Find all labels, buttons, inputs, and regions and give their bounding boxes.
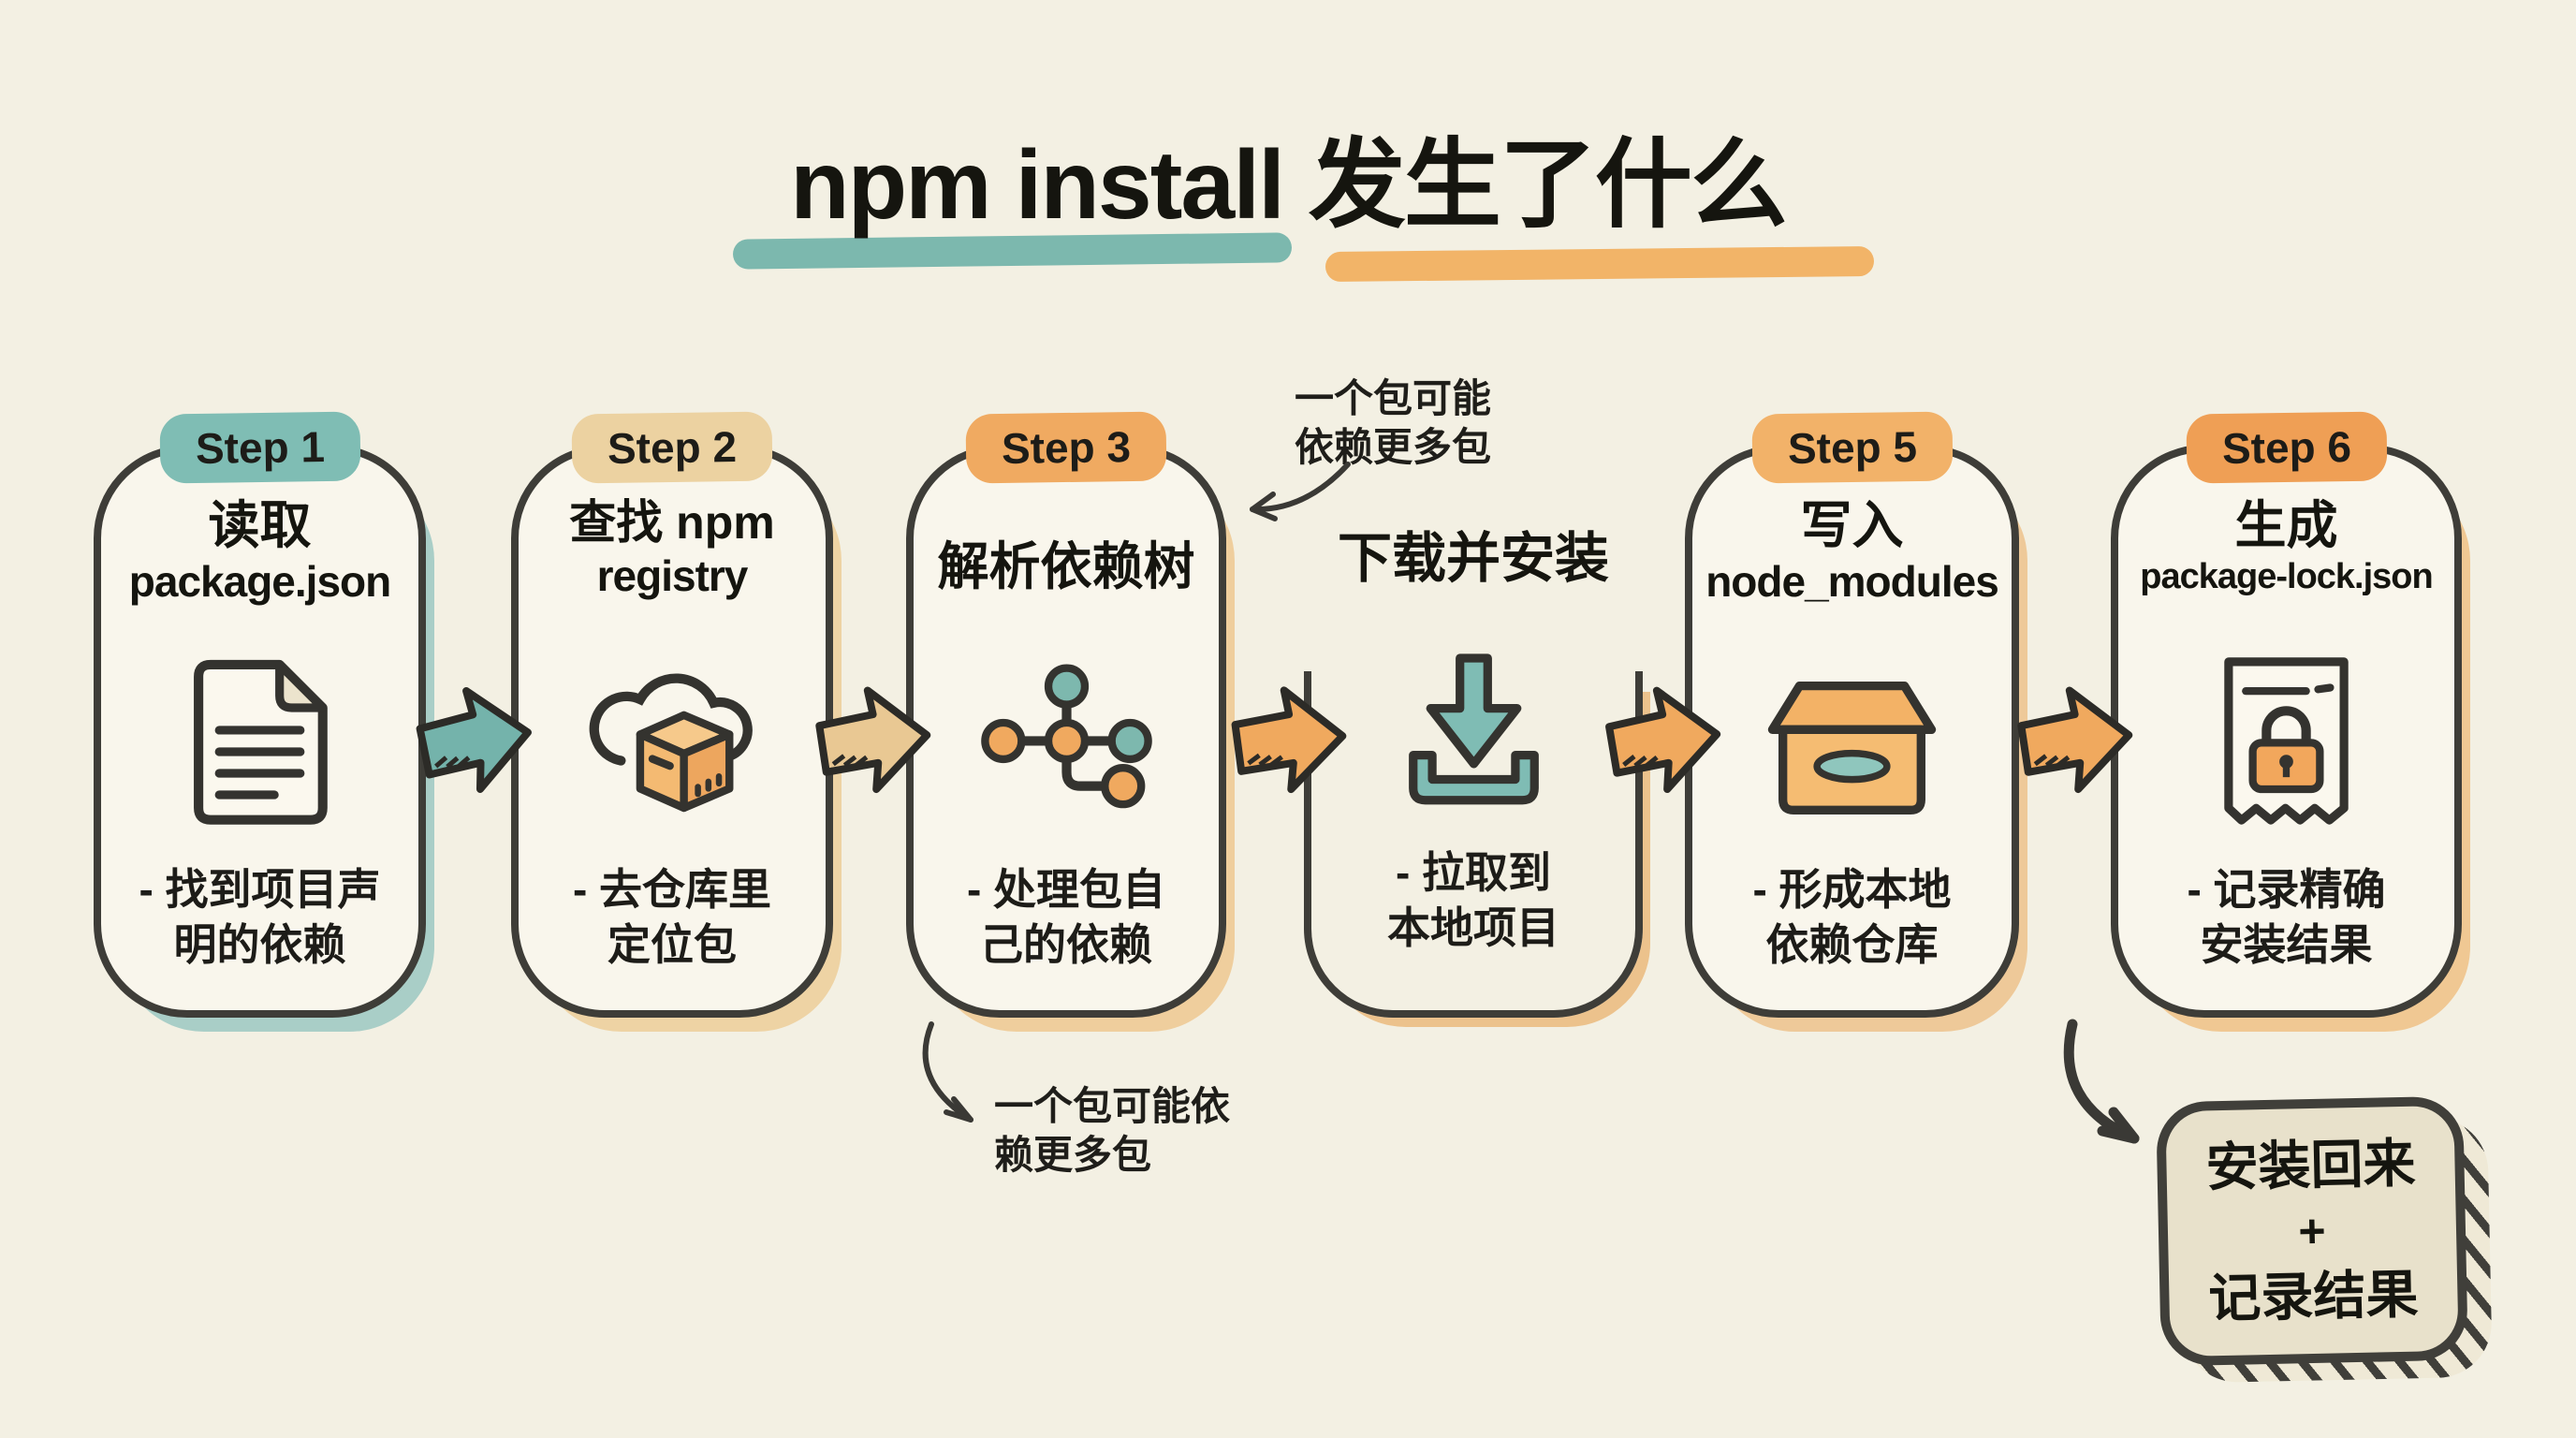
result-box-line2: 记录结果: [2207, 1264, 2420, 1328]
step5-title-line2: node_modules: [1705, 556, 1999, 606]
step6-title: 生成 package-lock.json: [2140, 495, 2433, 638]
annotation-bottom-line2: 赖更多包: [994, 1133, 1152, 1178]
result-box: 安装回来 + 记录结果: [2156, 1095, 2468, 1367]
step6-title-line1: 生成: [2234, 496, 2338, 554]
dependency-tree-icon: [966, 641, 1167, 840]
step6-bullet-line1: - 记录精确: [2187, 865, 2386, 915]
annotation-top-line2: 依赖更多包: [1294, 425, 1491, 470]
step1-badge: Step 1: [158, 411, 361, 484]
step2-bullet-line1: - 去仓库里: [572, 865, 772, 915]
step4-bullet: - 拉取到 本地项目: [1387, 845, 1559, 956]
step2-card: Step 2 查找 npm registry - 去仓库里 定位包: [511, 411, 833, 1018]
download-icon: [1387, 634, 1560, 832]
annotation-bottom-arrow-icon: [922, 1021, 973, 1123]
step1-title-line1: 读取: [208, 496, 312, 554]
step5-badge: Step 5: [1750, 411, 1954, 484]
page-title: npm install 发生了什么: [0, 105, 2576, 246]
step2-title: 查找 npm registry: [569, 495, 774, 638]
annotation-top-line1: 一个包可能: [1294, 376, 1491, 420]
step3-bullet-line2: 己的依赖: [979, 920, 1152, 970]
plus-sign: +: [2297, 1204, 2327, 1258]
step2-bullet-line2: 定位包: [607, 920, 737, 970]
cloud-package-icon: [572, 641, 773, 840]
step5-bullet: - 形成本地 依赖仓库: [1752, 862, 1951, 973]
step2-title-line1: 查找 npm: [569, 496, 775, 549]
step6-badge: Step 6: [2185, 411, 2388, 484]
step1-title-line2: package.json: [128, 556, 391, 606]
step1-card: Step 1 读取 package.json - 找到项目声 明的依赖: [94, 411, 426, 1018]
step5-title: 写入 node_modules: [1705, 495, 1999, 638]
step6-title-line2: package-lock.json: [2140, 556, 2433, 596]
page-title-zh: 发生了什么: [1308, 131, 1788, 240]
step6-card: Step 6 生成 package-lock.json - 记录精确 安装结果: [2111, 411, 2462, 1018]
step2-title-line2: registry: [596, 551, 749, 600]
step3-title-line1: 解析依赖树: [937, 536, 1195, 595]
step4-bullet-line1: - 拉取到: [1395, 848, 1552, 898]
step2-bullet: - 去仓库里 定位包: [573, 862, 771, 973]
open-box-icon: [1751, 641, 1953, 840]
result-box-line1: 安装回来: [2204, 1133, 2417, 1197]
annotation-bottom-line1: 一个包可能依: [994, 1084, 1231, 1128]
step5-card: Step 5 写入 node_modules - 形成本地 依赖仓库: [1685, 411, 2019, 1018]
step3-bullet-line1: - 处理包自: [966, 865, 1166, 915]
annotation-bottom: 一个包可能依 赖更多包: [994, 1082, 1284, 1180]
step4-bullet-line2: 本地项目: [1387, 903, 1559, 953]
annotation-top: 一个包可能 依赖更多包: [1262, 374, 1524, 472]
flow-arrow-2-icon: [815, 686, 931, 794]
step2-badge: Step 2: [571, 411, 773, 484]
result-arrow-icon: [2063, 1019, 2140, 1144]
step1-bullet: - 找到项目声 明的依赖: [139, 862, 380, 973]
flow-arrow-1-icon: [416, 687, 532, 793]
step3-bullet: - 处理包自 己的依赖: [967, 862, 1165, 973]
annotation-top-arrow-icon: [1250, 462, 1351, 521]
document-icon: [178, 641, 342, 840]
flow-arrow-5-icon: [2017, 686, 2133, 794]
step6-bullet: - 记录精确 安装结果: [2187, 862, 2385, 973]
page-title-en: npm install: [790, 131, 1285, 240]
flow-arrow-4-icon: [1605, 686, 1721, 794]
step1-title: 读取 package.json: [128, 495, 391, 638]
step3-title: 解析依赖树: [937, 495, 1194, 638]
step5-bullet-line2: 依赖仓库: [1765, 920, 1939, 970]
step3-badge: Step 3: [965, 411, 1167, 484]
lock-receipt-icon: [2204, 641, 2368, 840]
step1-bullet-line2: 明的依赖: [173, 920, 346, 970]
step5-bullet-line1: - 形成本地: [1752, 865, 1952, 915]
step5-title-line1: 写入: [1800, 496, 1904, 554]
title-underline-orange: [1325, 245, 1875, 283]
step6-bullet-line2: 安装结果: [2200, 920, 2373, 970]
flow-arrow-3-icon: [1231, 686, 1347, 794]
step3-card: Step 3 解析依赖树 - 处理包自 己的依赖: [906, 411, 1226, 1018]
step1-bullet-line1: - 找到项目声: [139, 865, 381, 915]
step4-title: 下载并安装: [1338, 488, 1609, 630]
step4-title-line1: 下载并安装: [1337, 527, 1609, 589]
